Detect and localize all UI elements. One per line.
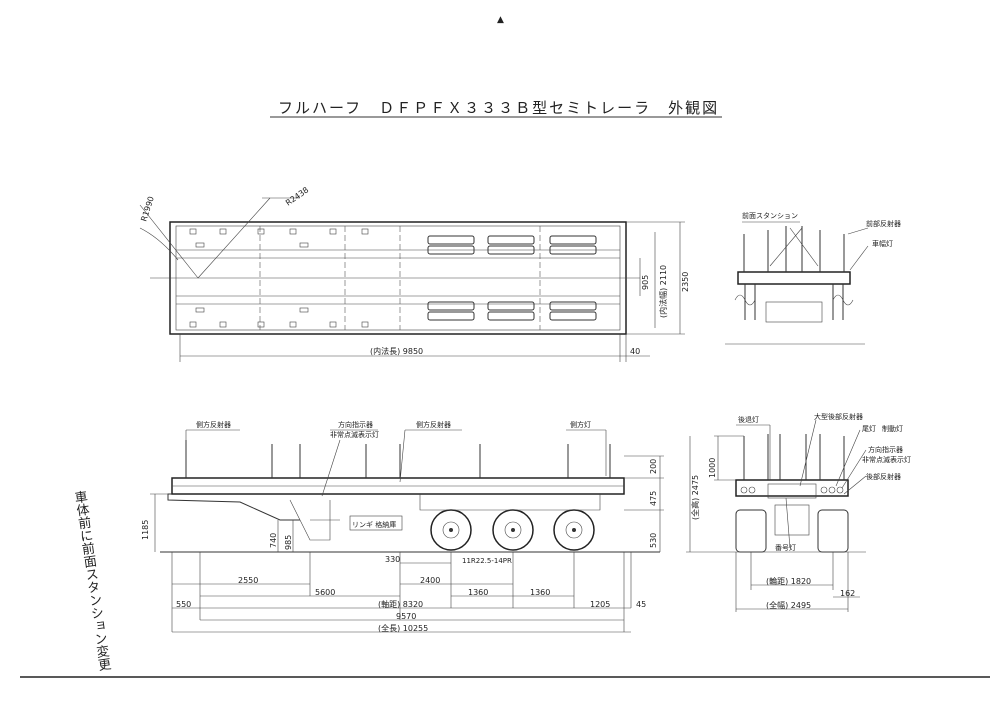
front-view: 前面スタンション 前部反射器 車幅灯 <box>725 211 901 345</box>
dim-inner-width: (内法幅) 2110 <box>658 265 668 318</box>
dim-1360-b: 1360 <box>530 588 550 597</box>
dim-5600: 5600 <box>315 588 335 597</box>
dim-9570: 9570 <box>396 612 416 621</box>
tail-light-label: 尾灯 <box>862 424 876 433</box>
dim-2400: 2400 <box>420 576 440 585</box>
dim-475: 475 <box>649 491 658 506</box>
top-view-wheels <box>427 235 597 321</box>
front-reflector-label: 前部反射器 <box>866 219 901 228</box>
brake-light-label: 制動灯 <box>882 424 903 433</box>
storage-box <box>349 515 403 531</box>
radius-2438-label: R2438 <box>284 185 310 207</box>
dim-330: 330 <box>385 555 400 564</box>
dim-200: 200 <box>649 459 658 474</box>
dim-985: 985 <box>284 535 293 550</box>
dim-overall-length: (全長) 10255 <box>378 623 428 633</box>
backup-light-label: 後退灯 <box>738 415 759 424</box>
top-view: R1990 R2438 (内法長) 9850 40 905 (内法幅) 2110… <box>139 185 690 362</box>
tire-size-label: 11R22.5-14PR <box>462 557 512 565</box>
front-view-deck <box>737 271 851 285</box>
dim-2550: 2550 <box>238 576 258 585</box>
dim-1000: 1000 <box>708 458 717 478</box>
side-light-label: 側方灯 <box>570 420 591 429</box>
side-view: リンギ 格納庫 11R22.5-14PR 側方反射器 方向指示器 非常点滅表示灯… <box>141 420 664 633</box>
rear-reflector-label: 後部反射器 <box>866 472 901 481</box>
width-light-label: 車幅灯 <box>872 239 893 248</box>
plate-light-label: 番号灯 <box>775 543 796 552</box>
turn-signal-label: 方向指示器 <box>338 420 373 429</box>
rear-view-deck <box>735 479 849 497</box>
side-view-stanchions <box>185 440 611 478</box>
rear-view: 後退灯 大型後部反射器 尾灯 制動灯 方向指示器 非常点滅表示灯 後部反射器 番… <box>686 412 911 612</box>
dim-740: 740 <box>269 533 278 548</box>
rear-plate-area <box>767 483 817 499</box>
dim-1205: 1205 <box>590 600 610 609</box>
turn-indicator-label: 方向指示器 <box>868 445 903 454</box>
large-rear-reflector-label: 大型後部反射器 <box>814 412 863 421</box>
dim-inner-length: (内法長) 9850 <box>370 346 423 356</box>
dim-track: (輪距) 1820 <box>766 576 811 586</box>
dim-1185: 1185 <box>141 520 150 540</box>
side-reflector-left-label: 側方反射器 <box>196 420 231 429</box>
radius-1990-label: R1990 <box>139 195 156 222</box>
dim-1360-a: 1360 <box>468 588 488 597</box>
dim-40: 40 <box>630 347 640 356</box>
side-reflector-mid-label: 側方反射器 <box>416 420 451 429</box>
rear-hazard-label: 非常点滅表示灯 <box>862 455 911 464</box>
hazard-light-label: 非常点滅表示灯 <box>330 430 379 439</box>
storage-box-label: リンギ 格納庫 <box>352 520 396 529</box>
turning-radius-arc <box>139 227 179 261</box>
dim-overall-height: (全高) 2475 <box>690 475 700 520</box>
dim-45: 45 <box>636 600 646 609</box>
dim-550: 550 <box>176 600 191 609</box>
drawing-title: フルハーフ ＤＦＰＦＸ３３３Ｂ型セミトレーラ 外観図 <box>278 99 719 117</box>
front-stanchion-label: 前面スタンション <box>742 211 798 220</box>
dim-905: 905 <box>641 275 650 290</box>
dim-162: 162 <box>840 589 855 598</box>
side-view-wheels <box>430 509 595 551</box>
dim-2350: 2350 <box>681 272 690 292</box>
dim-overall-width: (全幅) 2495 <box>766 600 811 610</box>
top-marker: ▲ <box>497 15 504 25</box>
dim-530: 530 <box>649 533 658 548</box>
handwritten-note: 車体前に前面スタンション変更 <box>71 490 112 674</box>
dim-wheelbase: (軸距) 8320 <box>378 599 423 609</box>
